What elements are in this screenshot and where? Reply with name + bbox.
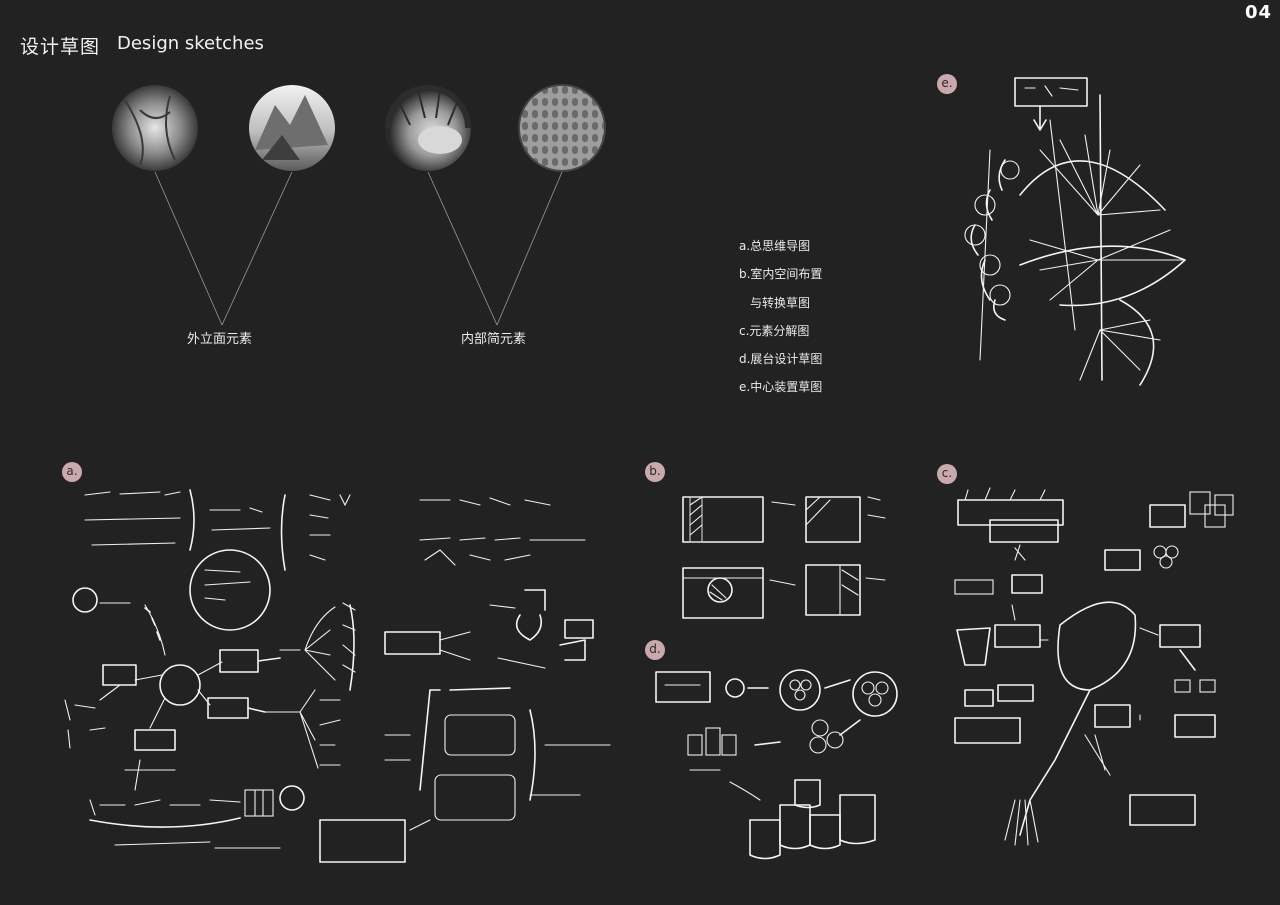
sketch-d-booth — [655, 669, 898, 860]
sketch-b-space-layout — [682, 496, 886, 619]
sketch-badge-c: c. — [937, 464, 957, 484]
sketch-badge-b: b. — [645, 462, 665, 482]
sketch-badge-d: d. — [645, 640, 665, 660]
legend-item-a: a.总思维导图 — [739, 239, 811, 253]
sketch-badge-a: a. — [62, 462, 82, 482]
legend-item-b-cont: 与转换草图 — [750, 295, 811, 310]
sketch-badge-e: e. — [937, 74, 957, 94]
sketch-a-mind-map — [64, 489, 611, 863]
interior-elements-caption: 内部简元素 — [461, 332, 527, 347]
page-number: 04 — [1245, 2, 1273, 23]
exterior-elements-caption: 外立面元素 — [187, 332, 253, 347]
page-title-cn: 设计草图 — [20, 36, 101, 58]
texture-circle-1 — [112, 85, 198, 171]
sketch-legend: a.总思维导图 b.室内空间布置 与转换草图 c.元素分解图 d.展台设计草图 … — [739, 232, 822, 402]
sketch-e-central-installation — [964, 77, 1186, 386]
window-sky-circle — [385, 85, 471, 171]
page-title-en: Design sketches — [117, 33, 264, 54]
arched-facade-circle — [518, 84, 606, 172]
connector-lines — [154, 171, 563, 326]
legend-item-c: c.元素分解图 — [739, 323, 810, 338]
landscape-painting-circle — [249, 85, 335, 171]
legend-item-d: d.展台设计草图 — [739, 352, 823, 367]
legend-item-b: b.室内空间布置 — [739, 267, 823, 282]
legend-item-e: e.中心装置草图 — [739, 380, 823, 395]
sketch-c-element-decomposition — [954, 487, 1234, 846]
